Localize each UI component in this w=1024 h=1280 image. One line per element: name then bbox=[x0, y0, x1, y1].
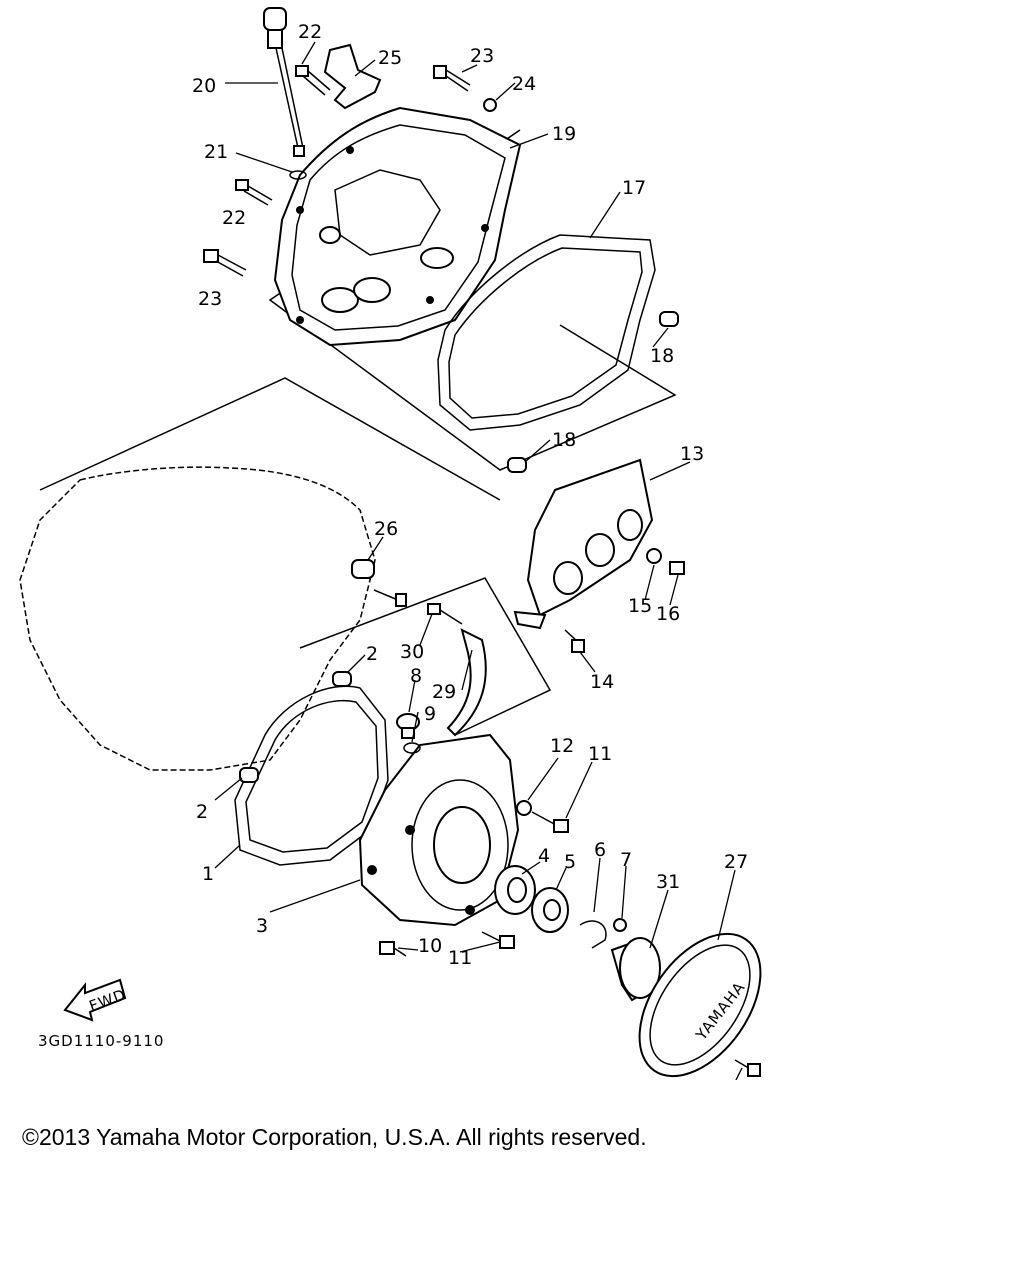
bolt-26 bbox=[373, 589, 407, 607]
seal-5-inner bbox=[543, 899, 561, 921]
callout-29: 29 bbox=[432, 681, 456, 703]
callout-25: 25 bbox=[378, 47, 402, 69]
outer-cover: YAMAHA bbox=[638, 932, 762, 1078]
pump-housing bbox=[358, 733, 520, 927]
bolt-14 bbox=[564, 629, 585, 653]
callout-30: 30 bbox=[400, 641, 424, 663]
callout-7: 7 bbox=[620, 849, 632, 871]
callout-26: 26 bbox=[374, 518, 398, 540]
callout-19: 19 bbox=[552, 123, 576, 145]
diagram-part-code: 3GD1110-9110 bbox=[38, 1032, 164, 1050]
callout-4: 4 bbox=[538, 845, 550, 867]
bolt-23-lower bbox=[203, 249, 247, 277]
sprocket-cover bbox=[513, 458, 654, 630]
leader-lines bbox=[214, 41, 743, 1080]
washer-12 bbox=[516, 800, 532, 816]
seal-4-inner bbox=[507, 877, 527, 903]
dowel-pin-18-upper bbox=[659, 311, 679, 327]
washer-24 bbox=[483, 98, 497, 112]
dowel-pin-2-lower bbox=[239, 767, 259, 783]
damper-26 bbox=[351, 559, 375, 579]
gasket-upper-inner bbox=[448, 247, 643, 419]
callout-17: 17 bbox=[622, 177, 646, 199]
callout-8: 8 bbox=[410, 665, 422, 687]
callout-22-top: 22 bbox=[298, 21, 322, 43]
bracket-25 bbox=[323, 43, 382, 110]
dowel-pin-2-upper bbox=[332, 671, 352, 687]
screw-22-lower bbox=[235, 179, 273, 206]
callout-1: 1 bbox=[202, 863, 214, 885]
callout-18-upper: 18 bbox=[650, 345, 674, 367]
o-ring-21 bbox=[289, 170, 307, 180]
callout-23-top: 23 bbox=[470, 45, 494, 67]
callout-3: 3 bbox=[256, 915, 268, 937]
callout-23-left: 23 bbox=[198, 288, 222, 310]
callout-31: 31 bbox=[656, 871, 680, 893]
callout-10: 10 bbox=[418, 935, 442, 957]
bolt-11-upper bbox=[531, 811, 569, 833]
engine-case-outline bbox=[19, 466, 376, 771]
gasket-9 bbox=[403, 742, 421, 754]
callout-22-left: 22 bbox=[222, 207, 246, 229]
clip-6 bbox=[579, 920, 607, 949]
callout-20: 20 bbox=[192, 75, 216, 97]
callout-6: 6 bbox=[594, 839, 606, 861]
washer-15 bbox=[646, 548, 662, 564]
callout-labels: 20 21 22 25 23 24 19 22 17 23 18 18 13 2… bbox=[192, 21, 748, 969]
bolt-23-upper bbox=[433, 65, 471, 92]
dowel-pin-18-lower bbox=[507, 457, 527, 473]
forward-arrow-icon: FWD bbox=[63, 978, 129, 1022]
callout-5: 5 bbox=[564, 851, 576, 873]
bolt-16 bbox=[669, 561, 685, 575]
callout-18-lower: 18 bbox=[552, 429, 576, 451]
lower-reference-frame-mid bbox=[299, 577, 552, 736]
callout-2-upper: 2 bbox=[366, 643, 378, 665]
callout-16: 16 bbox=[656, 603, 680, 625]
callout-21: 21 bbox=[204, 141, 228, 163]
callout-2-lower: 2 bbox=[196, 801, 208, 823]
callout-24: 24 bbox=[512, 73, 536, 95]
bolt-28 bbox=[734, 1059, 761, 1077]
bolt-11-lower bbox=[481, 931, 515, 949]
impeller-31 bbox=[610, 937, 661, 1002]
callout-14: 14 bbox=[590, 671, 614, 693]
callout-15: 15 bbox=[628, 595, 652, 617]
screw-22-upper bbox=[295, 65, 331, 96]
guide-29 bbox=[446, 628, 487, 737]
callout-11-upper: 11 bbox=[588, 743, 612, 765]
lower-reference-frame-left bbox=[39, 377, 501, 501]
exploded-parts-diagram: YAMAHA FWD 3GD1110-9110 bbox=[19, 7, 762, 1080]
callout-12: 12 bbox=[550, 735, 574, 757]
gasket-upper bbox=[437, 234, 656, 431]
screw-7 bbox=[613, 918, 627, 932]
crankcase-cover-right bbox=[273, 106, 522, 347]
gasket-lower-inner bbox=[245, 699, 379, 853]
callout-27: 27 bbox=[724, 851, 748, 873]
bolt-30 bbox=[427, 603, 463, 625]
oil-dipstick bbox=[263, 7, 305, 157]
callout-11-lower: 11 bbox=[448, 947, 472, 969]
callout-9: 9 bbox=[424, 703, 436, 725]
bolt-10 bbox=[379, 941, 407, 957]
copyright-notice: ©2013 Yamaha Motor Corporation, U.S.A. A… bbox=[22, 1124, 647, 1150]
callout-13: 13 bbox=[680, 443, 704, 465]
